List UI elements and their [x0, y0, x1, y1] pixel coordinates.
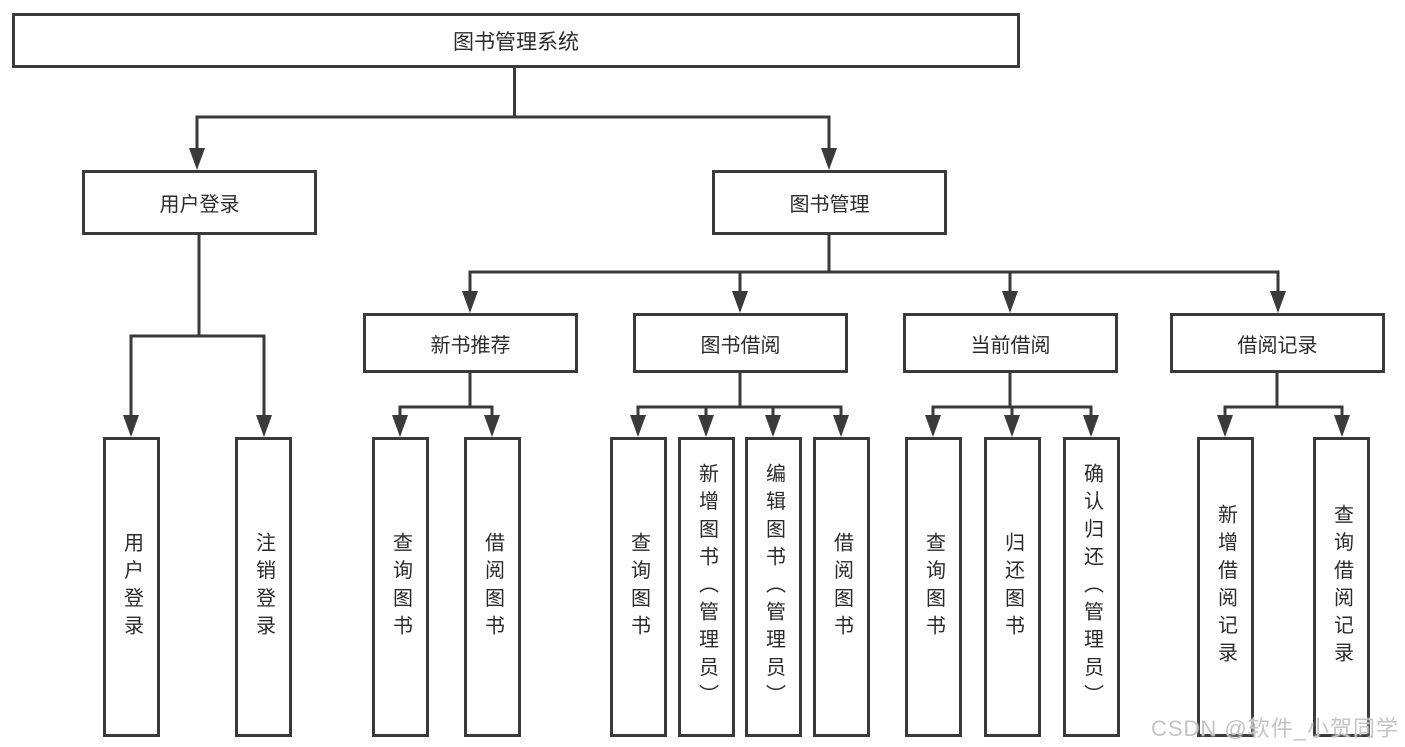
node-label: 注销登录 — [252, 531, 275, 643]
watermark: CSDN @软件_小贺同学 — [1150, 716, 1399, 741]
node-label: 新书推荐 — [430, 334, 511, 357]
node-label: 确认归还（管理员） — [1080, 462, 1103, 712]
node-label: 图书管理 — [789, 194, 870, 216]
node-new-book-recommendation: 新书推荐 — [363, 313, 578, 373]
node-label: 归还图书 — [1001, 531, 1024, 643]
node-leaf-confirm-return-admin: 确认归还（管理员） — [1063, 437, 1120, 737]
node-leaf-return-book: 归还图书 — [984, 437, 1041, 737]
node-label: 当前借阅 — [970, 334, 1051, 357]
node-label: 查询图书 — [922, 531, 945, 643]
node-leaf-user-login: 用户登录 — [103, 437, 160, 737]
node-label: 借阅图书 — [481, 531, 504, 643]
node-leaf-edit-book-admin: 编辑图书（管理员） — [745, 437, 802, 737]
arrowheads — [123, 148, 1350, 437]
node-leaf-query-book-recommend: 查询图书 — [372, 437, 429, 737]
connector-book-borrow-branch — [636, 371, 843, 419]
connector-book-mgmt-branch — [468, 233, 1280, 295]
node-label: 图书借阅 — [700, 334, 781, 357]
node-user-login: 用户登录 — [82, 170, 317, 235]
node-label: 新增图书（管理员） — [695, 462, 718, 712]
node-book-borrowing: 图书借阅 — [633, 313, 848, 373]
node-leaf-query-borrow-record: 查询借阅记录 — [1313, 437, 1370, 737]
node-leaf-add-book-admin: 新增图书（管理员） — [678, 437, 735, 737]
node-leaf-add-borrow-record: 新增借阅记录 — [1197, 437, 1254, 737]
node-current-borrowing: 当前借阅 — [903, 313, 1118, 373]
node-label: 用户登录 — [120, 531, 143, 643]
node-label: 查询图书 — [389, 531, 412, 643]
node-leaf-borrow-book-recommend: 借阅图书 — [464, 437, 521, 737]
node-library-management-system: 图书管理系统 — [12, 13, 1020, 68]
node-leaf-query-book-current: 查询图书 — [905, 437, 962, 737]
node-book-management: 图书管理 — [712, 170, 947, 235]
node-leaf-borrow-book: 借阅图书 — [813, 437, 870, 737]
node-label: 图书管理系统 — [453, 30, 579, 54]
node-label: 查询图书 — [627, 531, 650, 643]
node-label: 借阅图书 — [830, 531, 853, 643]
node-label: 查询借阅记录 — [1330, 504, 1353, 670]
connector-new-book-branch — [398, 371, 494, 419]
connector-borrow-record-branch — [1223, 371, 1344, 419]
node-label: 借阅记录 — [1237, 334, 1318, 357]
node-leaf-query-book-borrowing: 查询图书 — [610, 437, 667, 737]
node-leaf-logout: 注销登录 — [235, 437, 292, 737]
connector-current-borrow-branch — [931, 371, 1093, 419]
node-label: 编辑图书（管理员） — [762, 462, 785, 712]
connector-user-login-branch — [129, 233, 266, 419]
node-label: 新增借阅记录 — [1214, 504, 1237, 670]
node-label: 用户登录 — [159, 194, 240, 216]
node-borrowing-records: 借阅记录 — [1170, 313, 1385, 373]
connector-root-branch — [195, 66, 831, 152]
